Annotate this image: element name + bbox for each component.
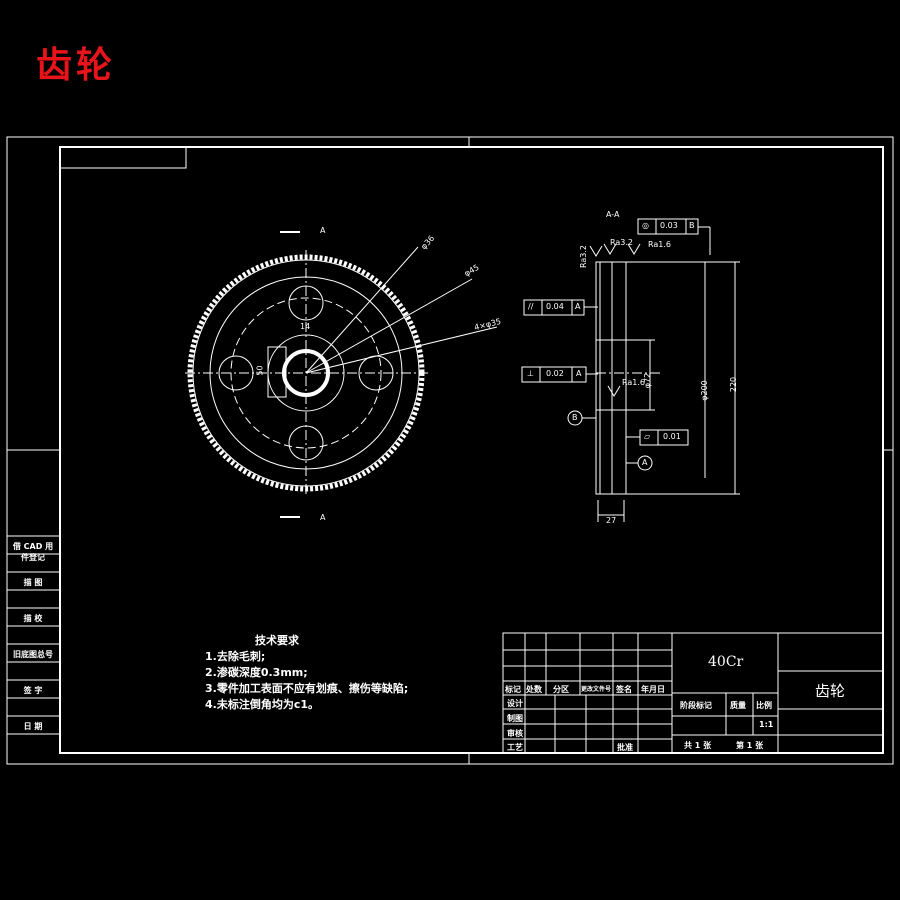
tech-item: 1.去除毛刺; — [205, 650, 266, 663]
sheet-number: 第 1 张 — [736, 741, 764, 750]
technical-requirements: 技术要求 1.去除毛刺; 2.渗碳深度0.3mm; 3.零件加工表面不应有划痕、… — [205, 633, 408, 713]
flatness-symbol: ▱ — [644, 432, 651, 441]
dim-d72: φ72 — [643, 372, 653, 389]
side-cad-label: 借 CAD 用件登记 — [12, 542, 54, 562]
parallelism-value: 0.04 — [546, 302, 564, 311]
dim-keyway-height: 50 — [255, 365, 265, 376]
runout-value: 0.02 — [546, 369, 564, 378]
roughness-1: Ra3.2 — [579, 244, 589, 269]
scale-value: 1:1 — [759, 720, 774, 729]
header-mark: 标记 — [505, 685, 521, 694]
side-sign-label: 签 字 — [23, 686, 43, 695]
outer-border — [6, 136, 894, 765]
title-block-grid — [502, 632, 884, 754]
approve-label: 批准 — [617, 743, 633, 752]
row-process: 工艺 — [507, 743, 523, 752]
side-check-label: 描 校 — [23, 614, 43, 623]
side-old-number-label: 旧底图总号 — [13, 650, 53, 659]
parallelism-symbol: // — [528, 302, 534, 311]
section-mark-bottom: A — [320, 513, 326, 522]
roughness-2: Ra3.2 — [610, 238, 634, 247]
parallelism-datum: A — [575, 302, 581, 311]
sheets-total: 共 1 张 — [684, 741, 712, 750]
concentricity-value: 0.03 — [660, 221, 678, 230]
tech-item: 3.零件加工表面不应有划痕、擦伤等缺陷; — [205, 682, 409, 695]
runout-symbol: ⊥ — [527, 369, 534, 378]
scale-label: 比例 — [756, 701, 772, 710]
concentricity-datum: B — [689, 221, 695, 230]
concentricity-symbol: ◎ — [642, 221, 649, 230]
flatness-value: 0.01 — [663, 432, 681, 441]
roughness-4: Ra1.6 — [622, 378, 646, 387]
drawing-title: 齿轮 — [36, 44, 117, 86]
dim-d220: 220 — [729, 376, 739, 393]
corner-box — [59, 146, 187, 169]
side-trace-label: 描 图 — [23, 578, 43, 587]
dim-keyway-width: 14 — [300, 322, 311, 331]
section-label: A-A — [606, 210, 620, 219]
gear-section-view — [521, 218, 740, 522]
row-design: 设计 — [507, 699, 523, 708]
header-change-doc: 更改文件号 — [581, 686, 612, 693]
tech-item: 2.渗碳深度0.3mm; — [205, 666, 308, 679]
row-draw: 制图 — [507, 714, 523, 723]
stage-label: 阶段标记 — [680, 701, 712, 710]
datum-b-marker: B — [572, 413, 578, 422]
header-date: 年月日 — [641, 685, 665, 694]
inner-border — [59, 146, 884, 754]
part-name: 齿轮 — [815, 682, 846, 700]
tech-item: 4.未标注倒角均为c1。 — [205, 698, 320, 711]
section-mark-top: A — [320, 226, 326, 235]
row-review: 审核 — [507, 729, 523, 738]
side-date-label: 日 期 — [23, 722, 43, 731]
dim-d200: φ200 — [699, 380, 709, 401]
header-count: 处数 — [526, 685, 542, 694]
roughness-3: Ra1.6 — [648, 240, 672, 249]
side-panel-grid — [7, 535, 60, 735]
header-sign: 签名 — [616, 685, 632, 694]
runout-datum: A — [576, 369, 582, 378]
header-zone: 分区 — [553, 685, 569, 694]
tech-heading: 技术要求 — [255, 634, 299, 647]
datum-a-marker: A — [642, 458, 648, 467]
material: 40Cr — [708, 654, 744, 670]
dim-width: 27 — [606, 516, 617, 525]
mass-label: 质量 — [730, 701, 746, 710]
gear-front-view — [185, 231, 498, 518]
